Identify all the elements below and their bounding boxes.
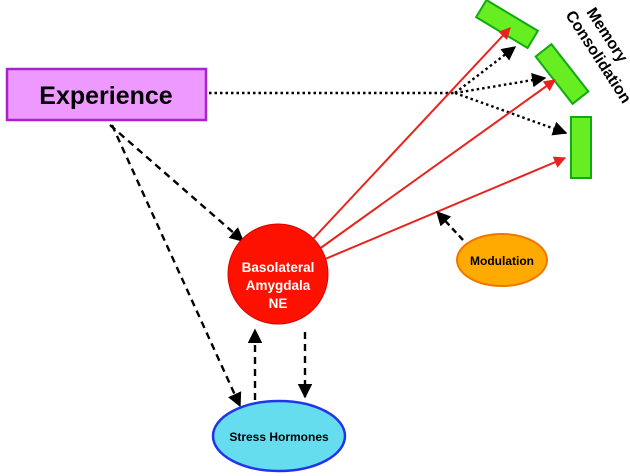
amygdala-to-memory-3-arrow — [317, 156, 567, 263]
amygdala-to-memory-1-arrow — [311, 27, 511, 241]
experience-to-amygdala-arrow — [109, 124, 245, 242]
modulation-label: Modulation — [470, 254, 534, 268]
memory-box-2 — [534, 42, 590, 106]
amygdala-to-memory-2-arrow — [314, 79, 556, 253]
dotted-arrow-to-memory-1 — [454, 46, 517, 94]
experience-to-stress-arrow — [110, 124, 242, 408]
memory-box-1 — [474, 0, 540, 50]
dotted-arrow-to-memory-2 — [454, 73, 547, 95]
amygdala-node: Basolateral Amygdala NE — [227, 223, 329, 325]
amygdala-label-line3: NE — [269, 296, 288, 311]
amygdala-label-line2: Amygdala — [246, 278, 311, 293]
memory-box-3 — [570, 116, 592, 179]
experience-label: Experience — [39, 82, 173, 110]
stress-hormones-node: Stress Hormones — [211, 399, 347, 473]
stress-hormones-label: Stress Hormones — [229, 430, 329, 444]
modulation-arrow — [436, 210, 464, 241]
amygdala-label-line1: Basolateral — [242, 260, 315, 275]
experience-node: Experience — [5, 67, 208, 122]
modulation-node: Modulation — [456, 233, 548, 287]
